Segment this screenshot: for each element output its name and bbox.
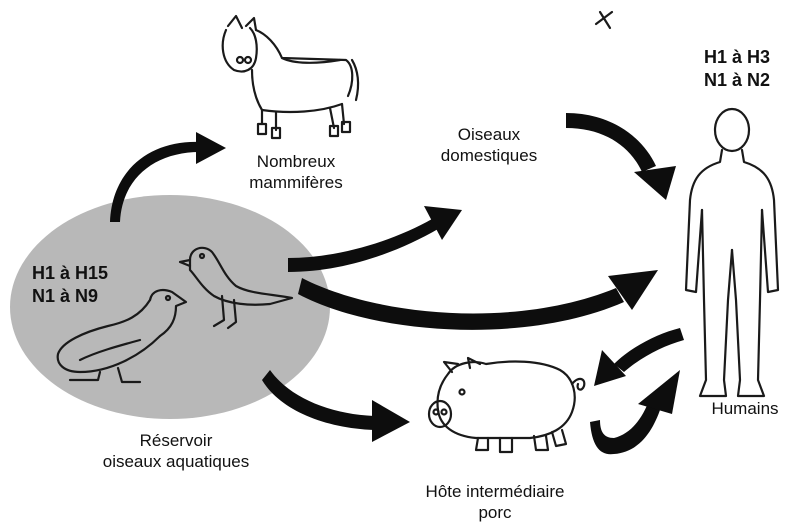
label-pig-line-2: porc — [478, 503, 512, 522]
human-subtype-h: H1 à H3 — [704, 47, 771, 67]
label-domestic-birds-line-2: domestiques — [440, 146, 538, 165]
arrow-reservoir-to-domestic-birds — [288, 206, 462, 272]
reservoir-subtype-h: H1 à H15 — [32, 263, 109, 283]
label-mammals-line-2: mammifères — [249, 173, 343, 192]
label-mammals: Nombreux mammifères — [249, 151, 343, 193]
horse-icon — [221, 14, 360, 140]
arrow-humans-to-pig — [594, 328, 684, 386]
reservoir-subtype-n: N1 à N9 — [32, 286, 99, 306]
reservoir-area — [10, 195, 330, 419]
sketch-mark-icon — [594, 10, 614, 30]
label-reservoir-line-1: Réservoir — [139, 431, 213, 450]
bird-icon — [178, 246, 294, 330]
label-domestic-birds: Oiseaux domestiques — [441, 124, 537, 166]
human-subtypes: H1 à H3 N1 à N2 — [704, 46, 770, 92]
label-humans: Humains — [711, 399, 779, 418]
label-mammals-line-1: Nombreux — [256, 152, 336, 171]
arrow-domestic-birds-to-humans — [566, 113, 676, 200]
arrow-pig-to-humans — [590, 370, 680, 455]
human-icon — [684, 107, 780, 398]
label-pig-line-1: Hôte intermédiaire — [425, 482, 565, 501]
label-reservoir: Réservoir oiseaux aquatiques — [103, 430, 250, 472]
label-reservoir-line-2: oiseaux aquatiques — [102, 452, 250, 471]
arrow-reservoir-to-pig — [262, 370, 410, 442]
label-domestic-birds-line-1: Oiseaux — [457, 125, 521, 144]
arrow-reservoir-to-humans — [298, 270, 658, 330]
arrow-reservoir-to-mammals — [110, 132, 226, 222]
label-pig: Hôte intermédiaire porc — [426, 481, 565, 523]
reservoir-subtypes: H1 à H15 N1 à N9 — [32, 262, 108, 308]
duck-icon — [56, 289, 188, 384]
human-subtype-n: N1 à N2 — [704, 70, 771, 90]
pig-icon — [427, 356, 586, 454]
